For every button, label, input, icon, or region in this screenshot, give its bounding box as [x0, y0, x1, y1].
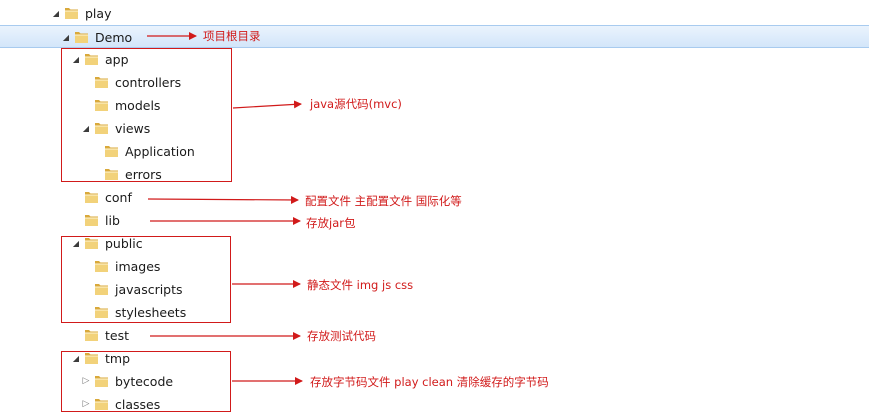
folder-icon	[105, 169, 118, 180]
annotation-public: 静态文件 img js css	[307, 278, 414, 292]
expanded-arrow-icon[interactable]: ◢	[82, 124, 90, 133]
folder-icon	[95, 261, 108, 272]
tree-label: public	[105, 236, 143, 251]
tree-row-public[interactable]: ◢ public	[0, 232, 869, 255]
tree-row-play[interactable]: ◢ play	[0, 2, 869, 25]
tree-label: lib	[105, 213, 120, 228]
tree-row-conf[interactable]: conf	[0, 186, 869, 209]
tree-row-images[interactable]: images	[0, 255, 869, 278]
highlight-box-app	[61, 48, 232, 182]
tree-label: Demo	[95, 30, 133, 45]
annotation-lib: 存放jar包	[306, 216, 356, 230]
folder-icon	[95, 399, 108, 410]
tree-row-application[interactable]: Application	[0, 140, 869, 163]
tree-row-views[interactable]: ◢ views	[0, 117, 869, 140]
folder-icon	[95, 307, 108, 318]
folder-icon	[105, 146, 118, 157]
tree-row-app[interactable]: ◢ app	[0, 48, 869, 71]
tree-row-lib[interactable]: lib	[0, 209, 869, 232]
tree-row-classes[interactable]: ▷ classes	[0, 393, 869, 416]
arrow-conf	[147, 195, 299, 204]
tree-row-javascripts[interactable]: javascripts	[0, 278, 869, 301]
annotation-root: 项目根目录	[203, 29, 261, 43]
annotation-test: 存放测试代码	[307, 329, 376, 343]
tree-label: play	[85, 6, 112, 21]
tree-row-stylesheets[interactable]: stylesheets	[0, 301, 869, 324]
tree-label: views	[115, 121, 151, 136]
tree-label: tmp	[105, 351, 131, 366]
tree-row-controllers[interactable]: controllers	[0, 71, 869, 94]
expanded-arrow-icon[interactable]: ◢	[52, 9, 60, 18]
expanded-arrow-icon[interactable]: ◢	[72, 354, 80, 363]
tree-label: images	[115, 259, 161, 274]
folder-icon	[85, 238, 98, 249]
folder-icon	[65, 8, 78, 19]
folder-icon	[85, 330, 98, 341]
annotation-tmp: 存放字节码文件 play clean 清除缓存的字节码	[310, 375, 549, 389]
tree-row-tmp[interactable]: ◢ tmp	[0, 347, 869, 370]
annotation-conf: 配置文件 主配置文件 国际化等	[305, 194, 462, 208]
tree-row-demo[interactable]: ◢ Demo	[0, 25, 869, 48]
arrow-app	[232, 100, 302, 109]
tree-label: classes	[115, 397, 161, 412]
tree-label: bytecode	[115, 374, 174, 389]
tree-label: javascripts	[115, 282, 183, 297]
tree-row-errors[interactable]: errors	[0, 163, 869, 186]
folder-icon	[75, 32, 88, 43]
expanded-arrow-icon[interactable]: ◢	[62, 33, 70, 42]
highlight-box-tmp	[61, 351, 231, 412]
tree-label: app	[105, 52, 129, 67]
tree-label: errors	[125, 167, 162, 182]
folder-icon	[85, 192, 98, 203]
tree-label: models	[115, 98, 161, 113]
collapsed-arrow-icon[interactable]: ▷	[82, 399, 90, 409]
tree-label: Application	[125, 144, 195, 159]
tree-label: test	[105, 328, 130, 343]
tree-row-models[interactable]: models	[0, 94, 869, 117]
tree-row-bytecode[interactable]: ▷ bytecode	[0, 370, 869, 393]
folder-icon	[95, 77, 108, 88]
folder-icon	[95, 123, 108, 134]
folder-icon	[95, 376, 108, 387]
tree-label: conf	[105, 190, 132, 205]
folder-icon	[95, 100, 108, 111]
tree-row-test[interactable]: test	[0, 324, 869, 347]
collapsed-arrow-icon[interactable]: ▷	[82, 376, 90, 386]
folder-icon	[85, 353, 98, 364]
expanded-arrow-icon[interactable]: ◢	[72, 239, 80, 248]
annotation-app: java源代码(mvc)	[310, 97, 402, 111]
folder-icon	[85, 54, 98, 65]
folder-icon	[95, 284, 108, 295]
tree-label: controllers	[115, 75, 182, 90]
folder-icon	[85, 215, 98, 226]
highlight-box-public	[61, 236, 231, 323]
expanded-arrow-icon[interactable]: ◢	[72, 55, 80, 64]
tree-label: stylesheets	[115, 305, 187, 320]
